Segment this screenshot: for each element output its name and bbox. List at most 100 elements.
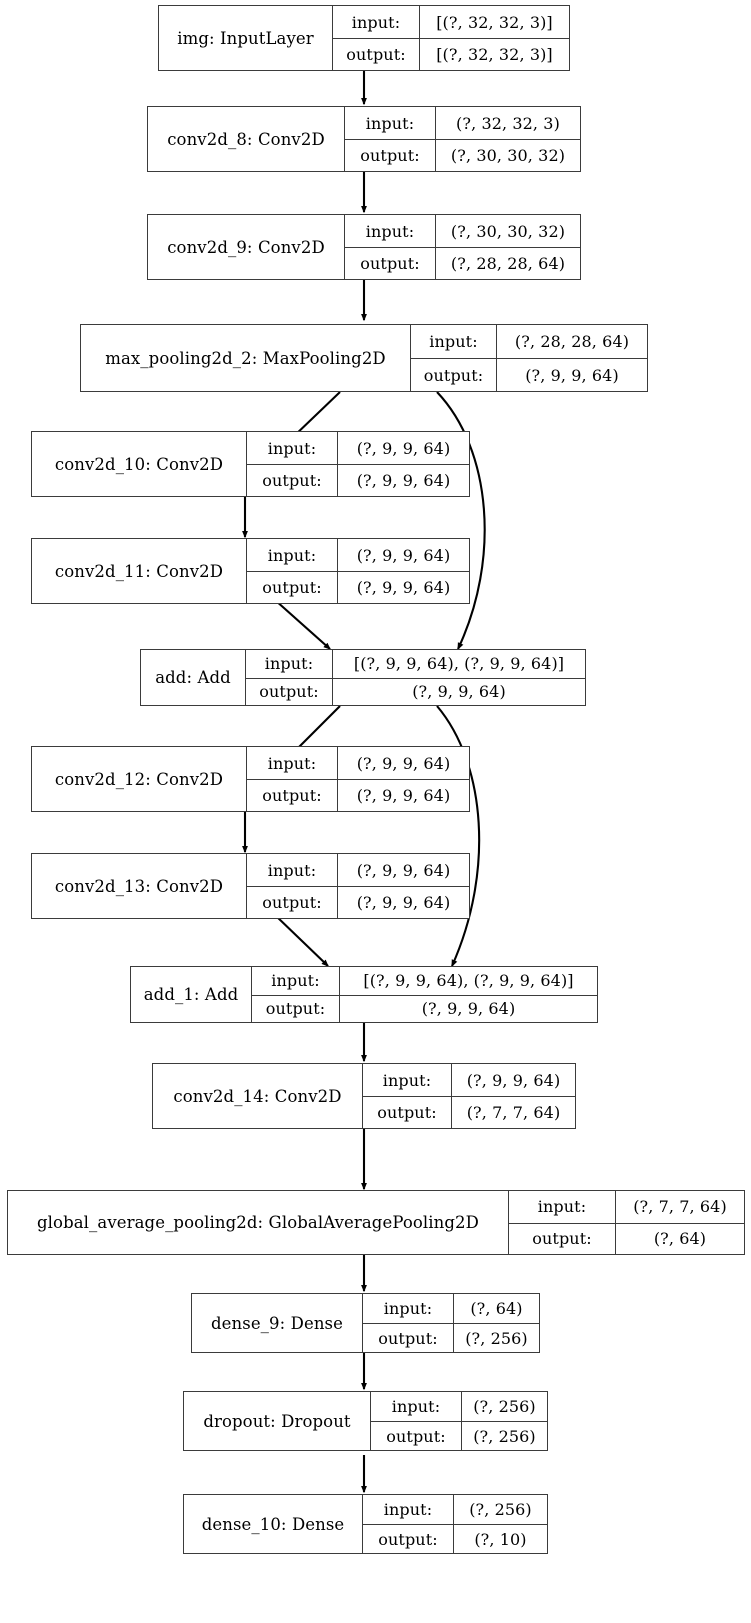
node-img[interactable]: img: InputLayer input: output: [(?, 32, … — [158, 5, 570, 71]
io-output-label: output: — [363, 1323, 453, 1352]
input-shape: (?, 64) — [470, 1299, 523, 1318]
io-input-label: input: — [383, 1500, 433, 1519]
input-shape: (?, 28, 28, 64) — [514, 332, 630, 351]
output-shape: (?, 256) — [462, 1421, 547, 1450]
input-shape: (?, 256) — [473, 1397, 536, 1416]
io-output-label: output: — [247, 464, 337, 496]
edge-conv2d_11-to-add — [274, 599, 331, 650]
node-img-label: img: InputLayer — [177, 28, 314, 48]
node-dense_9-shape-col: (?, 64) (?, 256) — [453, 1294, 539, 1352]
node-conv2d_10[interactable]: conv2d_10: Conv2D input: output: (?, 9, … — [31, 431, 470, 497]
node-dropout-label: dropout: Dropout — [203, 1411, 351, 1431]
node-max_pooling2d_2-label: max_pooling2d_2: MaxPooling2D — [105, 348, 386, 368]
node-conv2d_12-io-col: input: output: — [246, 747, 337, 811]
io-input-label: input: — [351, 12, 401, 32]
output-shape: [(?, 32, 32, 3)] — [420, 38, 569, 70]
node-conv2d_14-label: conv2d_14: Conv2D — [173, 1086, 342, 1106]
node-global_average_pooling2d[interactable]: global_average_pooling2d: GlobalAverageP… — [7, 1190, 745, 1255]
io-output-label: output: — [345, 139, 435, 171]
edge-maxpool-to-add — [436, 391, 486, 651]
node-global_average_pooling2d-label: global_average_pooling2d: GlobalAverageP… — [37, 1213, 479, 1232]
node-conv2d_13[interactable]: conv2d_13: Conv2D input: output: (?, 9, … — [31, 853, 470, 919]
input-shape: [(?, 9, 9, 64), (?, 9, 9, 64)] — [353, 654, 565, 674]
node-add-label: add: Add — [155, 668, 231, 687]
output-shape: (?, 64) — [616, 1222, 744, 1255]
node-conv2d_10-shape-col: (?, 9, 9, 64) (?, 9, 9, 64) — [337, 432, 469, 496]
io-output-label: output: — [247, 571, 337, 603]
node-conv2d_13-shape-col: (?, 9, 9, 64) (?, 9, 9, 64) — [337, 854, 469, 918]
node-dropout-shape-col: (?, 256) (?, 256) — [461, 1392, 547, 1450]
node-conv2d_14-shape-col: (?, 9, 9, 64) (?, 7, 7, 64) — [451, 1064, 575, 1128]
io-output-label: output: — [509, 1222, 615, 1255]
node-img-io-col: input: output: — [332, 6, 419, 70]
node-dropout[interactable]: dropout: Dropout input: output: (?, 256)… — [183, 1391, 548, 1451]
node-add[interactable]: add: Add input: output: [(?, 9, 9, 64), … — [140, 649, 586, 706]
edge-maxpool-to-conv2d_10 — [291, 391, 341, 439]
node-max_pooling2d_2-shape-col: (?, 28, 28, 64) (?, 9, 9, 64) — [496, 325, 647, 391]
node-conv2d_11[interactable]: conv2d_11: Conv2D input: output: (?, 9, … — [31, 538, 470, 604]
node-max_pooling2d_2[interactable]: max_pooling2d_2: MaxPooling2D input: out… — [80, 324, 648, 392]
node-dense_9[interactable]: dense_9: Dense input: output: (?, 64) (?… — [191, 1293, 540, 1353]
node-img-shape-col: [(?, 32, 32, 3)] [(?, 32, 32, 3)] — [419, 6, 569, 70]
io-input-label: input: — [271, 971, 320, 991]
io-input-label: input: — [429, 332, 478, 351]
node-dropout-io-col: input: output: — [370, 1392, 461, 1450]
node-conv2d_13-label: conv2d_13: Conv2D — [54, 876, 224, 896]
io-input-label: input: — [391, 1397, 441, 1416]
node-conv2d_8-label: conv2d_8: Conv2D — [167, 129, 325, 149]
node-conv2d_8[interactable]: conv2d_8: Conv2D input: output: (?, 32, … — [147, 106, 581, 172]
io-input-label: input: — [537, 1197, 587, 1217]
node-dense_9-label: dense_9: Dense — [211, 1313, 343, 1333]
input-shape: [(?, 32, 32, 3)] — [436, 12, 553, 32]
node-dense_10-label: dense_10: Dense — [201, 1514, 345, 1534]
node-conv2d_10-label: conv2d_10: Conv2D — [54, 454, 224, 474]
input-shape: (?, 9, 9, 64) — [356, 438, 451, 458]
io-output-label: output: — [252, 994, 339, 1023]
node-conv2d_9[interactable]: conv2d_9: Conv2D input: output: (?, 30, … — [147, 214, 581, 280]
input-shape: (?, 9, 9, 64) — [356, 753, 451, 773]
input-shape: (?, 7, 7, 64) — [633, 1197, 727, 1217]
output-shape: (?, 9, 9, 64) — [340, 994, 597, 1023]
node-dense_10[interactable]: dense_10: Dense input: output: (?, 256) … — [183, 1494, 548, 1554]
node-conv2d_14-io-col: input: output: — [362, 1064, 451, 1128]
output-shape: (?, 10) — [454, 1524, 547, 1553]
node-conv2d_12[interactable]: conv2d_12: Conv2D input: output: (?, 9, … — [31, 746, 470, 812]
node-add_1-shape-col: [(?, 9, 9, 64), (?, 9, 9, 64)] (?, 9, 9,… — [339, 967, 597, 1022]
io-input-label: input: — [267, 545, 317, 565]
io-output-label: output: — [363, 1524, 453, 1553]
node-conv2d_8-shape-col: (?, 32, 32, 3) (?, 30, 30, 32) — [435, 107, 580, 171]
input-shape: (?, 30, 30, 32) — [450, 221, 566, 241]
output-shape: (?, 9, 9, 64) — [497, 358, 647, 391]
io-input-label: input: — [383, 1299, 433, 1318]
io-output-label: output: — [247, 886, 337, 918]
node-add_1[interactable]: add_1: Add input: output: [(?, 9, 9, 64)… — [130, 966, 598, 1023]
node-conv2d_11-label: conv2d_11: Conv2D — [54, 561, 224, 581]
output-shape: (?, 30, 30, 32) — [436, 139, 580, 171]
input-shape: (?, 9, 9, 64) — [356, 860, 451, 880]
node-conv2d_11-io-col: input: output: — [246, 539, 337, 603]
io-output-label: output: — [411, 358, 496, 391]
node-conv2d_9-label: conv2d_9: Conv2D — [167, 237, 325, 257]
input-shape: [(?, 9, 9, 64), (?, 9, 9, 64)] — [363, 971, 574, 991]
edge-add-to-add_1 — [436, 705, 481, 968]
output-shape: (?, 9, 9, 64) — [338, 571, 469, 603]
input-shape: (?, 9, 9, 64) — [466, 1070, 561, 1090]
io-output-label: output: — [371, 1421, 461, 1450]
input-shape: (?, 9, 9, 64) — [356, 545, 451, 565]
node-global_average_pooling2d-shape-col: (?, 7, 7, 64) (?, 64) — [615, 1191, 744, 1254]
node-conv2d_10-io-col: input: output: — [246, 432, 337, 496]
edge-conv2d_13-to-add_1 — [274, 914, 329, 967]
node-conv2d_9-shape-col: (?, 30, 30, 32) (?, 28, 28, 64) — [435, 215, 580, 279]
io-input-label: input: — [365, 113, 415, 133]
io-input-label: input: — [267, 860, 317, 880]
node-add-io-col: input: output: — [245, 650, 332, 705]
output-shape: (?, 256) — [454, 1323, 539, 1352]
io-input-label: input: — [264, 654, 314, 674]
input-shape: (?, 256) — [469, 1500, 532, 1519]
io-input-label: input: — [365, 221, 415, 241]
node-conv2d_14[interactable]: conv2d_14: Conv2D input: output: (?, 9, … — [152, 1063, 576, 1129]
io-input-label: input: — [267, 438, 317, 458]
io-input-label: input: — [267, 753, 317, 773]
